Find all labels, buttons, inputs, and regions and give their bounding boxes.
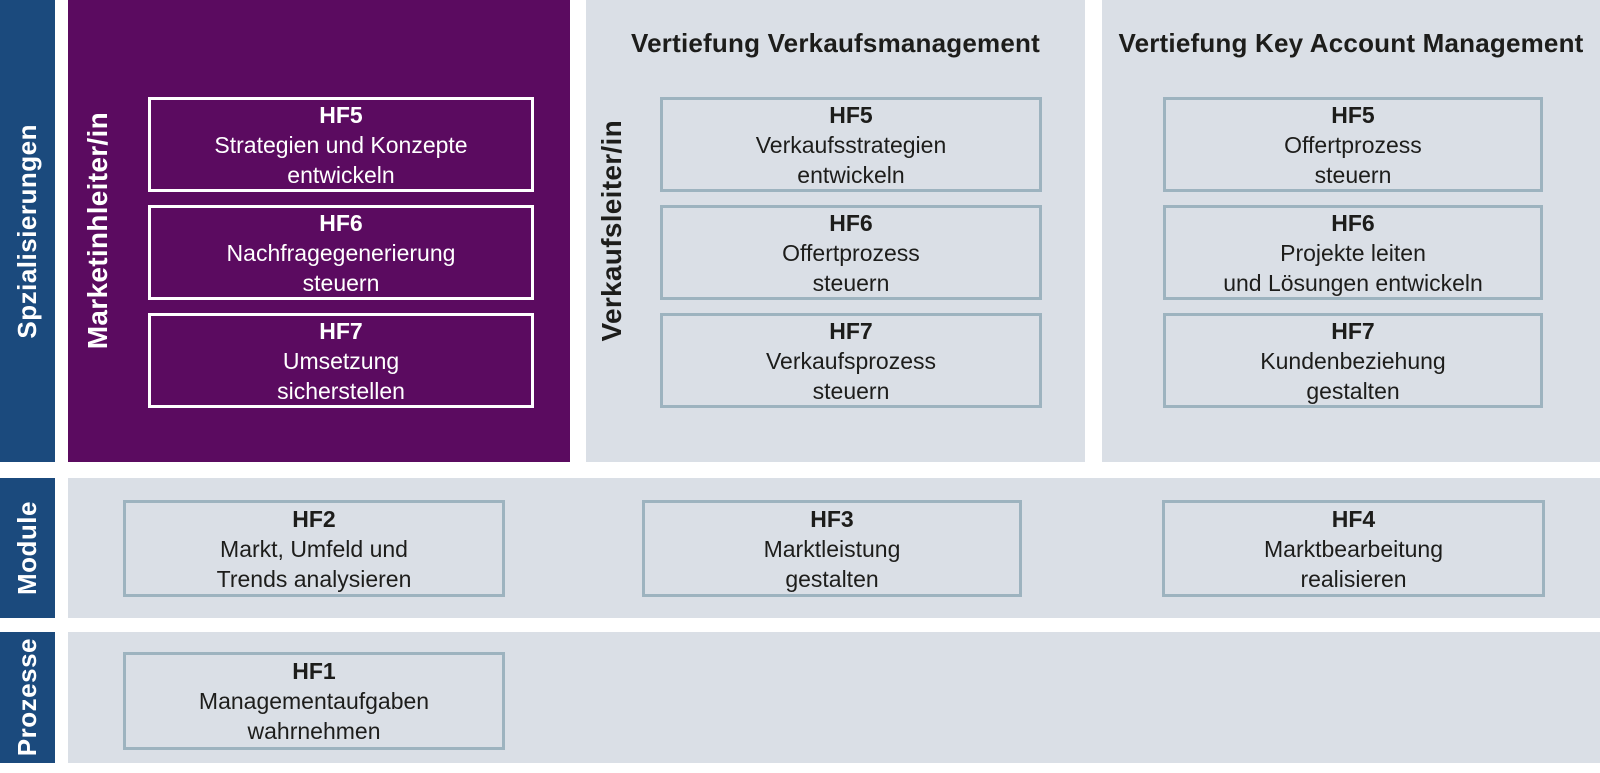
band-prozesse: HF1 Managementaufgaben wahrnehmen (68, 632, 1600, 763)
hf-line: entwickeln (797, 161, 905, 188)
hf-code: HF6 (1331, 209, 1375, 236)
hf-box-verkauf-hf6: HF6 Offertprozess steuern (660, 205, 1042, 300)
panel-key-account-management: Vertiefung Key Account Management HF5 Of… (1102, 0, 1600, 462)
hf-line: Trends analysieren (216, 565, 412, 592)
hf-code: HF3 (810, 505, 854, 532)
hf-line: sicherstellen (277, 377, 405, 404)
hf-code: HF7 (829, 317, 873, 344)
hf-box-hf3: HF3 Marktleistung gestalten (642, 500, 1022, 597)
hf-box-marketing-hf6: HF6 Nachfragegenerierung steuern (148, 205, 534, 300)
hf-line: entwickeln (287, 161, 395, 188)
hf-line: Strategien und Konzepte (214, 131, 468, 158)
hf-line: Verkaufsprozess (765, 347, 937, 374)
hf-line: Managementaufgaben (198, 688, 430, 714)
sidebar-label-prozesse: Prozesse (12, 638, 42, 757)
hf-line: steuern (1314, 161, 1392, 188)
hf-line: Umsetzung (282, 347, 400, 374)
hf-code: HF6 (829, 209, 873, 236)
hf-line: steuern (812, 269, 890, 296)
hf-line: realisieren (1300, 565, 1407, 592)
hf-box-hf4: HF4 Marktbearbeitung realisieren (1162, 500, 1545, 597)
hf-code: HF5 (319, 101, 363, 128)
vertical-label-verkaufsleiter: Verkaufsleiter/in (596, 120, 627, 342)
hf-code: HF7 (1331, 317, 1375, 344)
sidebar-row-module: Module (0, 478, 55, 618)
hf-code: HF6 (319, 209, 363, 236)
vertical-label-wrap: Verkaufsleiter/in (596, 0, 628, 462)
hf-line: gestalten (785, 565, 879, 592)
hf-line: Offertprozess (782, 239, 920, 266)
hf-code: HF2 (292, 505, 336, 532)
hf-code: HF5 (829, 101, 873, 128)
hf-box-marketing-hf7: HF7 Umsetzung sicherstellen (148, 313, 534, 408)
sidebar-label-module: Module (12, 501, 42, 595)
hf-line: und Lösungen entwickeln (1223, 269, 1483, 296)
hf-code: HF7 (319, 317, 363, 344)
hf-code: HF1 (292, 658, 336, 684)
hf-box-kam-hf6: HF6 Projekte leiten und Lösungen entwick… (1163, 205, 1543, 300)
panel-header-key-account: Vertiefung Key Account Management (1118, 28, 1584, 58)
hf-box-kam-hf5: HF5 Offertprozess steuern (1163, 97, 1543, 192)
hf-code: HF5 (1331, 101, 1375, 128)
hf-box-hf2: HF2 Markt, Umfeld und Trends analysieren (123, 500, 505, 597)
panel-verkaufsmanagement: Vertiefung Verkaufsmanagement Verkaufsle… (586, 0, 1085, 462)
vertical-label-wrap: Marketinhleiter/in (82, 0, 114, 462)
hf-line: Verkaufsstrategien (755, 131, 947, 158)
hf-code: HF4 (1331, 505, 1376, 532)
sidebar-label-spezialisierungen: Spzialisierungen (12, 123, 42, 339)
hf-line: wahrnehmen (247, 718, 381, 744)
hf-box-verkauf-hf7: HF7 Verkaufsprozess steuern (660, 313, 1042, 408)
hf-line: gestalten (1306, 377, 1400, 404)
vertical-label-marketingleiter: Marketinhleiter/in (82, 112, 113, 350)
hf-line: steuern (812, 377, 890, 404)
hf-line: Kundenbeziehung (1260, 347, 1446, 374)
hf-line: Projekte leiten (1280, 239, 1426, 266)
hf-line: Nachfragegenerierung (226, 239, 456, 266)
hf-box-hf1: HF1 Managementaufgaben wahrnehmen (123, 652, 505, 750)
hf-box-kam-hf7: HF7 Kundenbeziehung gestalten (1163, 313, 1543, 408)
sidebar-row-spezialisierungen: Spzialisierungen (0, 0, 55, 462)
panel-marketingleiter: Marketinhleiter/in HF5 Strategien und Ko… (68, 0, 570, 462)
hf-box-marketing-hf5: HF5 Strategien und Konzepte entwickeln (148, 97, 534, 192)
hf-line: steuern (302, 269, 380, 296)
hf-line: Markt, Umfeld und (220, 535, 408, 562)
panel-header-verkaufsmanagement: Vertiefung Verkaufsmanagement (631, 28, 1040, 58)
hf-line: Marktbearbeitung (1264, 535, 1443, 562)
band-module: HF2 Markt, Umfeld und Trends analysieren… (68, 478, 1600, 618)
sidebar-row-prozesse: Prozesse (0, 632, 55, 763)
hf-box-verkauf-hf5: HF5 Verkaufsstrategien entwickeln (660, 97, 1042, 192)
hf-line: Offertprozess (1284, 131, 1422, 158)
hf-line: Marktleistung (763, 535, 901, 562)
